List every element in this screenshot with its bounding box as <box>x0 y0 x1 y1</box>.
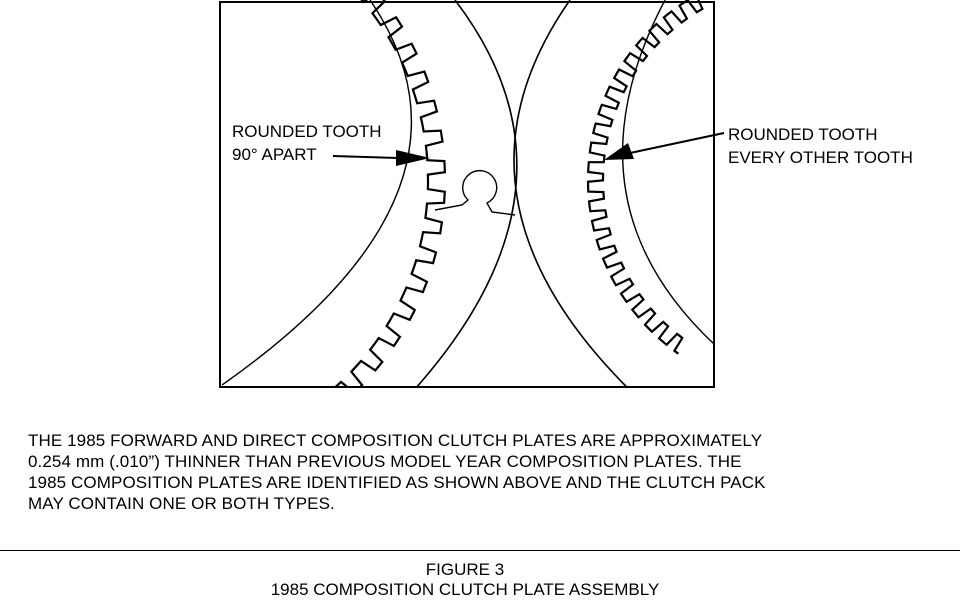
figure-number: FIGURE 3 <box>425 560 505 579</box>
figure-frame <box>219 1 715 388</box>
left-plate-inner-edge <box>415 0 518 387</box>
left-callout-line1: ROUNDED TOOTH <box>232 122 382 141</box>
paragraph-line: THE 1985 FORWARD AND DIRECT COMPOSITION … <box>28 431 763 450</box>
paragraph-line: 1985 COMPOSITION PLATES ARE IDENTIFIED A… <box>28 473 766 492</box>
keyway-notch <box>434 169 516 216</box>
left-plate-rim <box>221 0 413 386</box>
left-callout-arrow <box>332 150 430 166</box>
paragraph-line: 0.254 mm (.010”) THINNER THAN PREVIOUS M… <box>28 452 742 471</box>
section-divider <box>0 550 960 551</box>
left-plate-teeth <box>333 0 447 387</box>
clutch-plate-illustration: ROUNDED TOOTH 90° APART ROUNDED TOOTH EV… <box>219 0 913 388</box>
right-plate-rim <box>622 0 715 346</box>
right-callout-line1: ROUNDED TOOTH <box>728 125 878 144</box>
figure-title: 1985 COMPOSITION CLUTCH PLATE ASSEMBLY <box>270 580 660 599</box>
right-callout-line2: EVERY OTHER TOOTH <box>728 148 913 167</box>
paragraph-line: MAY CONTAIN ONE OR BOTH TYPES. <box>28 494 335 513</box>
description-paragraph: THE 1985 FORWARD AND DIRECT COMPOSITION … <box>28 430 928 514</box>
left-callout-line2: 90° APART <box>232 145 317 164</box>
right-plate-teeth <box>586 0 704 355</box>
right-callout-arrow <box>604 132 725 160</box>
right-plate-inner-edge <box>513 0 628 387</box>
